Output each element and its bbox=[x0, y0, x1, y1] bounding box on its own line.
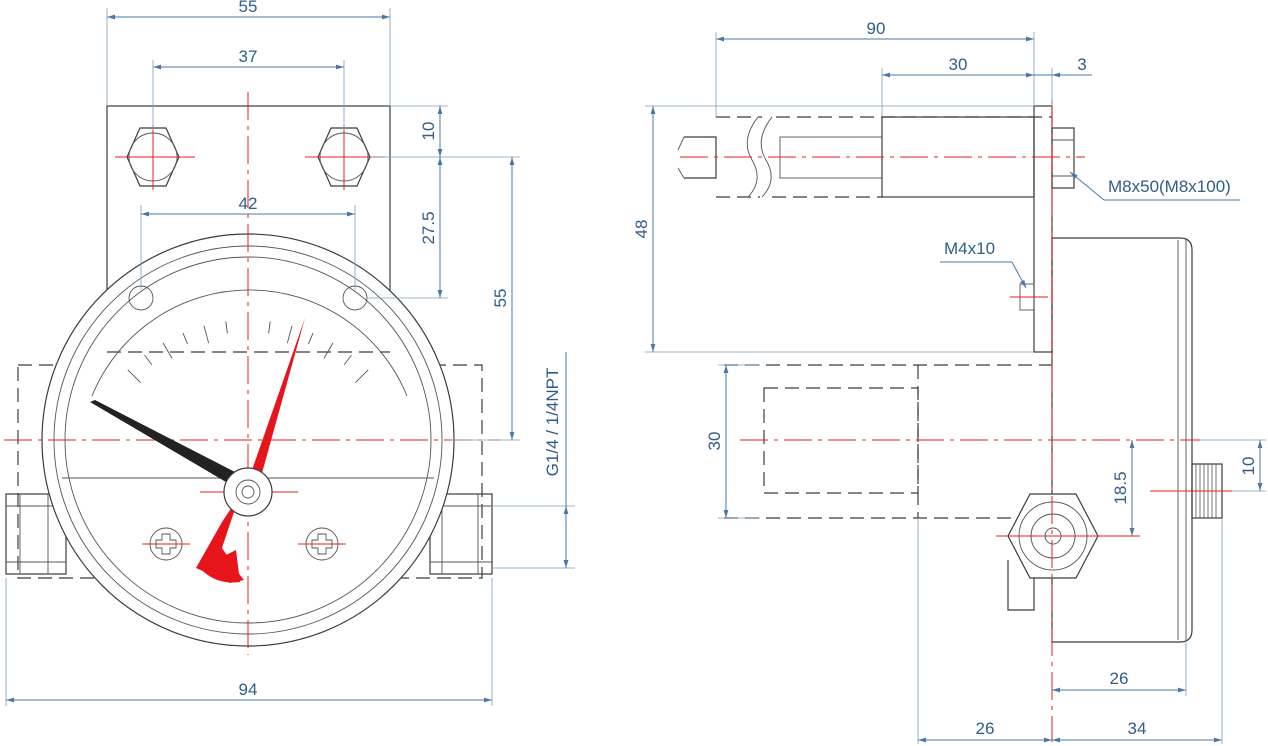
scale-tick bbox=[225, 321, 228, 334]
front-view: 55 37 42 10 27.5 55 G1/4 / 1/4NPT 94 bbox=[4, 0, 575, 706]
scale-tick bbox=[308, 332, 314, 345]
dim-front-overall-width: 94 bbox=[239, 680, 258, 699]
dim-front-bolt-spacing: 37 bbox=[239, 47, 258, 66]
dim-front-top-width: 55 bbox=[239, 0, 258, 16]
scale-tick bbox=[144, 354, 153, 365]
scale-tick bbox=[355, 369, 369, 383]
dim-side-depth: 90 bbox=[867, 19, 886, 38]
dim-side-right-offset: 34 bbox=[1128, 719, 1147, 738]
gauge-scale-arc bbox=[91, 289, 408, 397]
dim-side-spacer: 30 bbox=[949, 55, 968, 74]
dim-front-bolt-from-top: 10 bbox=[419, 122, 438, 141]
note-screw: M4x10 bbox=[944, 239, 995, 258]
scale-tick bbox=[286, 325, 293, 344]
pointer-black bbox=[90, 400, 235, 482]
dim-side-block-height: 30 bbox=[705, 432, 724, 451]
hex-bolt-icon bbox=[1051, 127, 1075, 189]
dim-side-bracket-thickness: 3 bbox=[1077, 55, 1086, 74]
dim-side-port-offset: 18.5 bbox=[1111, 471, 1130, 504]
scale-tick bbox=[343, 354, 352, 365]
gauge-hub bbox=[223, 467, 273, 517]
dim-side-case-depth: 26 bbox=[1110, 669, 1129, 688]
bracket-side bbox=[1033, 105, 1053, 353]
scale-tick bbox=[162, 342, 173, 359]
dim-front-bolt-to-hole: 27.5 bbox=[419, 211, 438, 244]
gauge-case-side bbox=[1051, 237, 1193, 643]
pointer-red bbox=[196, 318, 305, 583]
dim-side-left-offset: 26 bbox=[976, 719, 995, 738]
scale-tick bbox=[182, 332, 188, 345]
dim-front-thread: G1/4 / 1/4NPT bbox=[543, 368, 562, 477]
dim-front-hole-spacing: 42 bbox=[239, 194, 258, 213]
dim-side-bracket-height: 48 bbox=[632, 220, 651, 239]
dim-front-bracket-to-center: 55 bbox=[491, 289, 510, 308]
dim-side-knob-offset: 10 bbox=[1239, 457, 1258, 476]
scale-tick bbox=[323, 342, 334, 359]
scale-tick bbox=[127, 369, 141, 383]
scale-tick bbox=[203, 325, 210, 344]
side-view: 90 30 3 48 M8x50(M8x100) M4x10 30 18.5 bbox=[632, 19, 1266, 744]
note-bolt: M8x50(M8x100) bbox=[1108, 177, 1231, 196]
scale-tick bbox=[268, 321, 271, 334]
